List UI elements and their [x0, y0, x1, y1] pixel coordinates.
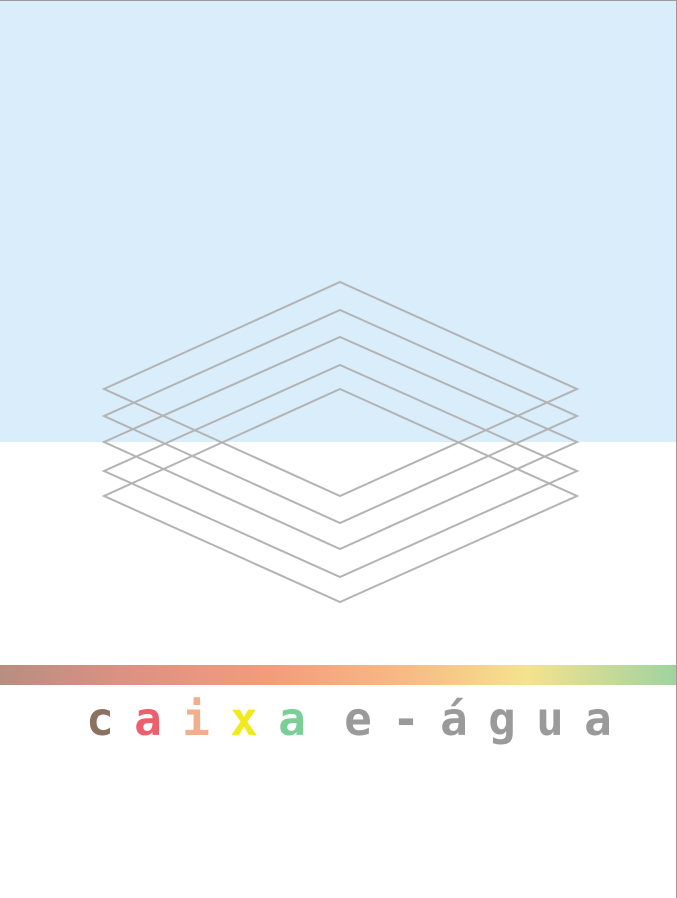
- logo-letter: u: [536, 692, 564, 746]
- rainbow-gradient-band: [0, 665, 676, 685]
- diamond-outline: [101, 280, 580, 498]
- logo-letter: á: [440, 692, 468, 746]
- logo-letter: g: [488, 692, 516, 746]
- logo-letter: i: [182, 692, 210, 746]
- diamond-outline: [101, 335, 580, 551]
- diamond-outline: [101, 363, 580, 579]
- diamond-outline: [101, 308, 580, 525]
- logo-letter: a: [278, 692, 306, 746]
- logo-letter: a: [584, 692, 612, 746]
- logo-letter: x: [230, 692, 258, 746]
- logo-letter: e: [344, 692, 372, 746]
- logo-letter: -: [392, 692, 420, 746]
- sky-background: [0, 1, 676, 442]
- diamond-outline: [101, 387, 580, 604]
- logo-letter: c: [86, 692, 114, 746]
- logo-letter: a: [134, 692, 162, 746]
